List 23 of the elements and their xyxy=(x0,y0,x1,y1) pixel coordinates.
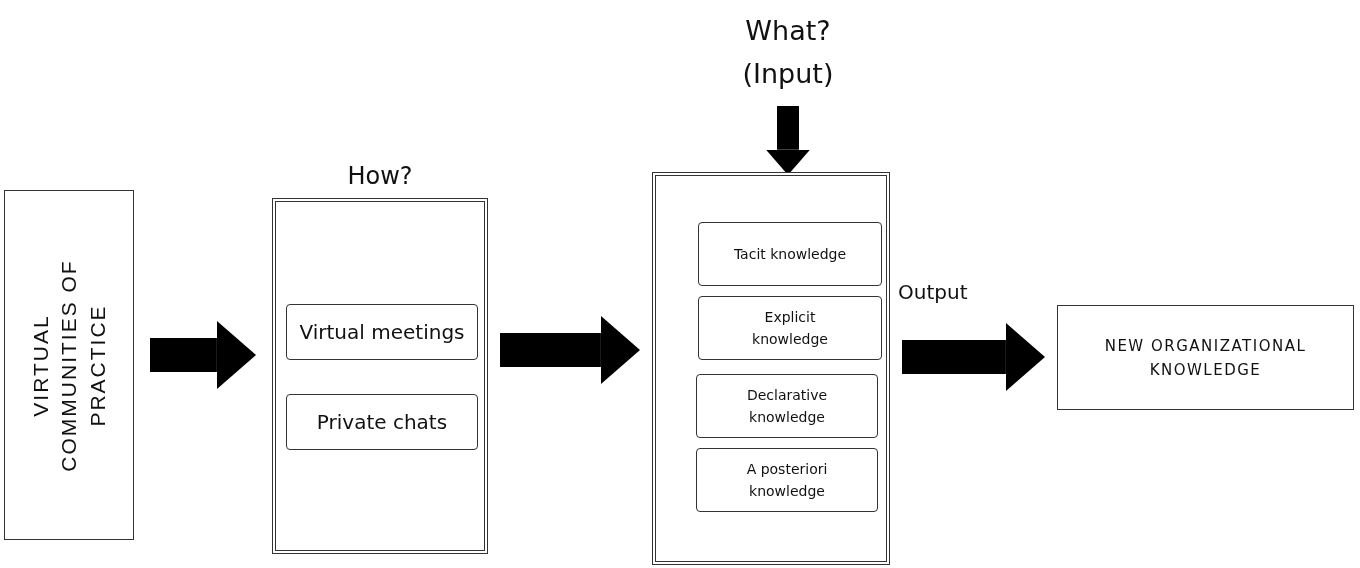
process-box xyxy=(4,190,134,540)
node-label: Private chats xyxy=(315,409,449,436)
block-arrow xyxy=(150,321,256,389)
node-label: A posteriori knowledge xyxy=(745,459,829,501)
block-arrow xyxy=(766,106,810,175)
node-label: Tacit knowledge xyxy=(732,244,848,264)
item-box xyxy=(698,222,882,286)
process-box xyxy=(1057,305,1354,410)
item-box xyxy=(696,448,878,512)
node-label: VIRTUAL COMMUNITIES OF PRACTICE xyxy=(28,258,111,474)
item-box xyxy=(286,394,478,450)
block-arrow xyxy=(500,316,640,384)
container-box xyxy=(652,172,890,565)
heading: What? (Input) xyxy=(741,13,835,91)
item-box xyxy=(698,296,882,360)
node-label: Declarative knowledge xyxy=(745,385,829,427)
node-label: NEW ORGANIZATIONAL KNOWLEDGE xyxy=(1103,335,1308,381)
node-label: Virtual meetings xyxy=(298,319,466,346)
node-label: Explicit knowledge xyxy=(751,307,829,349)
block-arrow xyxy=(902,323,1045,391)
item-box xyxy=(696,374,878,438)
item-box xyxy=(286,304,478,360)
heading: How? xyxy=(346,162,414,190)
